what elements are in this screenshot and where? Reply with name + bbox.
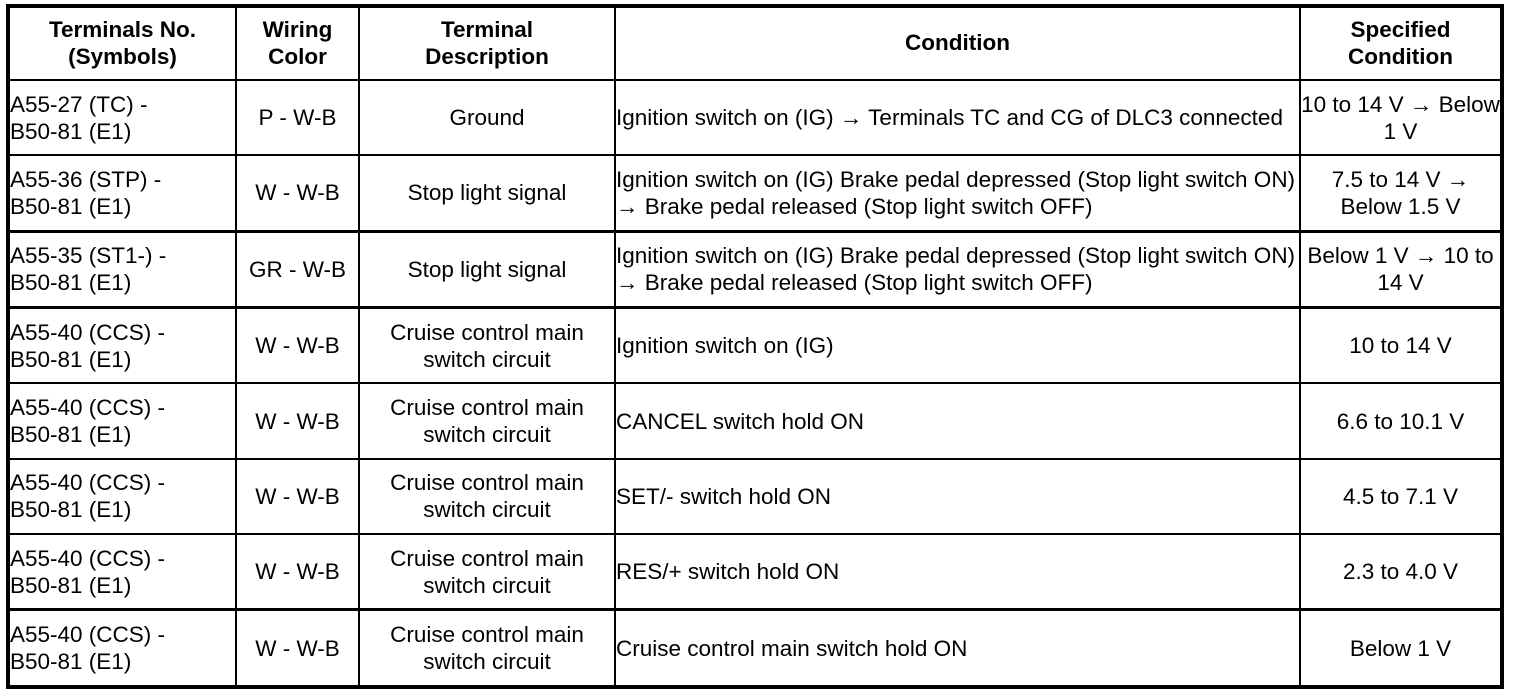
cell-terminals: A55-40 (CCS) - B50-81 (E1) [7,306,237,385]
cell-wiring-color: W - W-B [235,608,360,687]
table-row: A55-35 (ST1-) - B50-81 (E1) GR - W-B Sto… [7,229,1503,309]
spec-table-container: Terminals No. (Symbols) Wiring Color Ter… [6,4,1504,689]
cell-wiring-color: W - W-B [235,382,360,460]
table-row: A55-40 (CCS) - B50-81 (E1) W - W-B Cruis… [7,382,1503,460]
cell-terminal-description: Cruise control main switch circuit [358,457,616,535]
cell-condition: Ignition switch on (IG) Brake pedal depr… [614,154,1301,233]
table-row: A55-40 (CCS) - B50-81 (E1) W - W-B Cruis… [7,306,1503,385]
table-row: A55-40 (CCS) - B50-81 (E1) W - W-B Cruis… [7,457,1503,535]
cell-specified-condition: Below 1 V → 10 to 14 V [1299,229,1503,309]
cell-wiring-color: W - W-B [235,457,360,535]
cell-condition: Cruise control main switch hold ON [614,608,1301,687]
cell-specified-condition: 10 to 14 V → Below 1 V [1299,78,1503,157]
terminal-inspection-table: Terminals No. (Symbols) Wiring Color Ter… [6,4,1504,689]
column-header-specified-condition: Specified Condition [1299,5,1503,81]
cell-condition: SET/- switch hold ON [614,457,1301,535]
table-row: A55-36 (STP) - B50-81 (E1) W - W-B Stop … [7,154,1503,233]
cell-wiring-color: W - W-B [235,154,360,233]
table-row: A55-40 (CCS) - B50-81 (E1) W - W-B Cruis… [7,608,1503,687]
cell-specified-condition: 4.5 to 7.1 V [1299,457,1503,535]
cell-wiring-color: W - W-B [235,532,360,611]
cell-terminals: A55-40 (CCS) - B50-81 (E1) [7,382,237,460]
cell-specified-condition: Below 1 V [1299,608,1503,687]
cell-wiring-color: W - W-B [235,306,360,385]
cell-terminal-description: Cruise control main switch circuit [358,532,616,611]
column-header-terminals: Terminals No. (Symbols) [7,5,237,81]
cell-condition: CANCEL switch hold ON [614,382,1301,460]
table-header: Terminals No. (Symbols) Wiring Color Ter… [7,5,1503,81]
cell-specified-condition: 10 to 14 V [1299,306,1503,385]
cell-terminals: A55-27 (TC) - B50-81 (E1) [7,78,237,157]
cell-condition: Ignition switch on (IG) → Terminals TC a… [614,78,1301,157]
cell-terminal-description: Ground [358,78,616,157]
cell-specified-condition: 2.3 to 4.0 V [1299,532,1503,611]
cell-wiring-color: GR - W-B [235,229,360,309]
cell-terminal-description: Cruise control main switch circuit [358,382,616,460]
cell-condition: RES/+ switch hold ON [614,532,1301,611]
table-row: A55-40 (CCS) - B50-81 (E1) W - W-B Cruis… [7,532,1503,611]
column-header-condition: Condition [614,5,1301,81]
cell-terminal-description: Cruise control main switch circuit [358,306,616,385]
cell-wiring-color: P - W-B [235,78,360,157]
cell-terminals: A55-35 (ST1-) - B50-81 (E1) [7,229,237,309]
cell-terminals: A55-40 (CCS) - B50-81 (E1) [7,457,237,535]
column-header-wiring-color: Wiring Color [235,5,360,81]
column-header-terminal-description: Terminal Description [358,5,616,81]
table-row: A55-27 (TC) - B50-81 (E1) P - W-B Ground… [7,78,1503,157]
cell-condition: Ignition switch on (IG) Brake pedal depr… [614,229,1301,309]
cell-terminal-description: Cruise control main switch circuit [358,608,616,687]
table-body: A55-27 (TC) - B50-81 (E1) P - W-B Ground… [7,78,1503,687]
cell-terminals: A55-40 (CCS) - B50-81 (E1) [7,532,237,611]
cell-terminals: A55-40 (CCS) - B50-81 (E1) [7,608,237,687]
cell-terminals: A55-36 (STP) - B50-81 (E1) [7,154,237,233]
cell-specified-condition: 6.6 to 10.1 V [1299,382,1503,460]
header-row: Terminals No. (Symbols) Wiring Color Ter… [7,5,1503,81]
cell-condition: Ignition switch on (IG) [614,306,1301,385]
cell-terminal-description: Stop light signal [358,154,616,233]
cell-specified-condition: 7.5 to 14 V → Below 1.5 V [1299,154,1503,233]
cell-terminal-description: Stop light signal [358,229,616,309]
